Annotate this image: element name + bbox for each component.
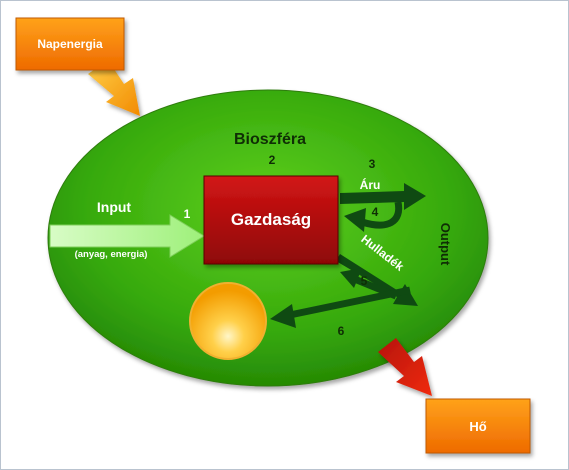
step-number-1: 1 (184, 207, 191, 221)
sun-energy-label: Napenergia (37, 37, 103, 51)
step-number-6: 6 (338, 324, 345, 338)
economy-label: Gazdaság (231, 210, 311, 229)
step-number-3: 3 (369, 157, 376, 171)
input-sub-label: (anyag, energia) (75, 249, 148, 260)
step-number-4: 4 (372, 205, 379, 219)
biosphere-label: Bioszféra (234, 131, 306, 148)
recycle-arrow (344, 201, 403, 232)
heat-arrow (378, 338, 432, 396)
heat-box (425, 398, 531, 454)
step-number-2: 2 (269, 153, 276, 167)
output-label: Output (438, 223, 453, 266)
goods-arrow (340, 183, 426, 210)
sun-circle (189, 282, 267, 360)
step-number-5: 5 (361, 274, 368, 288)
sun-return-arrow (270, 286, 411, 328)
sun-energy-box (15, 17, 125, 71)
sun-energy-arrow (88, 60, 140, 116)
goods-label: Áru (360, 177, 381, 192)
heat-label: Hő (469, 419, 486, 434)
economy-box (203, 175, 339, 265)
input-arrow (49, 214, 205, 258)
input-label: Input (97, 199, 132, 215)
